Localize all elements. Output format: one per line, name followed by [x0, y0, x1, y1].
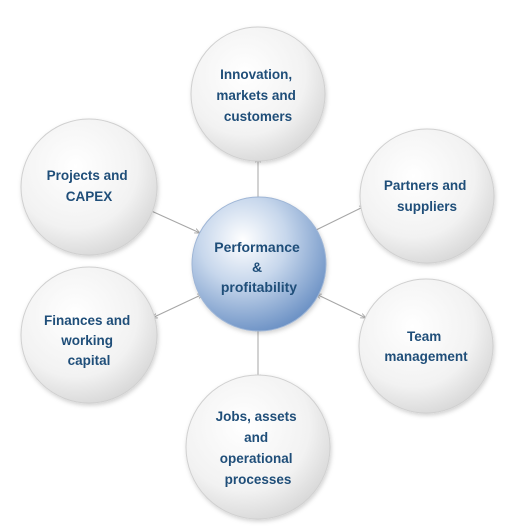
node-team-label: Team management	[384, 329, 468, 364]
node-partners-label: Partners and suppliers	[384, 178, 470, 214]
node-jobs: Jobs, assets and operational processes	[185, 374, 331, 520]
node-projects: Projects and CAPEX	[20, 118, 158, 256]
node-partners: Partners and suppliers	[359, 128, 495, 264]
node-partners-circle	[359, 128, 495, 264]
connector-partners	[312, 206, 365, 232]
connector-projects	[147, 209, 200, 233]
connector-team	[316, 294, 366, 318]
connectors	[147, 157, 366, 380]
center-hub-circle	[191, 196, 327, 332]
center-hub-label: Performance & profitability	[214, 239, 303, 295]
node-projects-label: Projects and CAPEX	[47, 168, 132, 204]
node-finances-label: Finances and working capital	[44, 313, 134, 368]
node-innovation: Innovation, markets and customers	[190, 26, 326, 162]
node-projects-circle	[20, 118, 158, 256]
node-finances-circle	[20, 266, 158, 404]
node-innovation-circle	[190, 26, 326, 162]
node-finances: Finances and working capital	[20, 266, 158, 404]
node-jobs-label: Jobs, assets and operational processes	[216, 409, 301, 487]
node-team: Team management	[358, 278, 494, 414]
connector-finances	[152, 294, 203, 318]
node-innovation-label: Innovation, markets and customers	[216, 67, 299, 124]
node-team-circle	[358, 278, 494, 414]
node-jobs-circle	[185, 374, 331, 520]
center-hub: Performance & profitability	[191, 196, 327, 332]
